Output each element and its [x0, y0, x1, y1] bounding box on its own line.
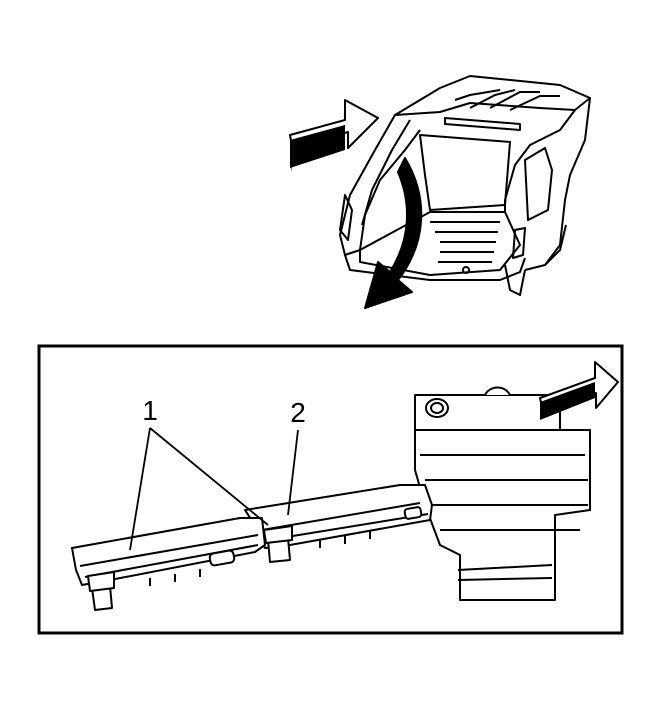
leader-1a: [129, 427, 151, 551]
direction-arrow-icon: [289, 99, 379, 172]
callout-leaders: [129, 427, 299, 551]
callout-2: 2: [290, 397, 306, 428]
direction-arrow-icon: [539, 361, 619, 420]
callout-1: 1: [142, 395, 158, 426]
leader-2: [287, 429, 299, 516]
leader-1b: [149, 427, 269, 526]
view-zoom-arrow-icon: [364, 157, 423, 309]
detail-view-parts: [71, 386, 591, 611]
